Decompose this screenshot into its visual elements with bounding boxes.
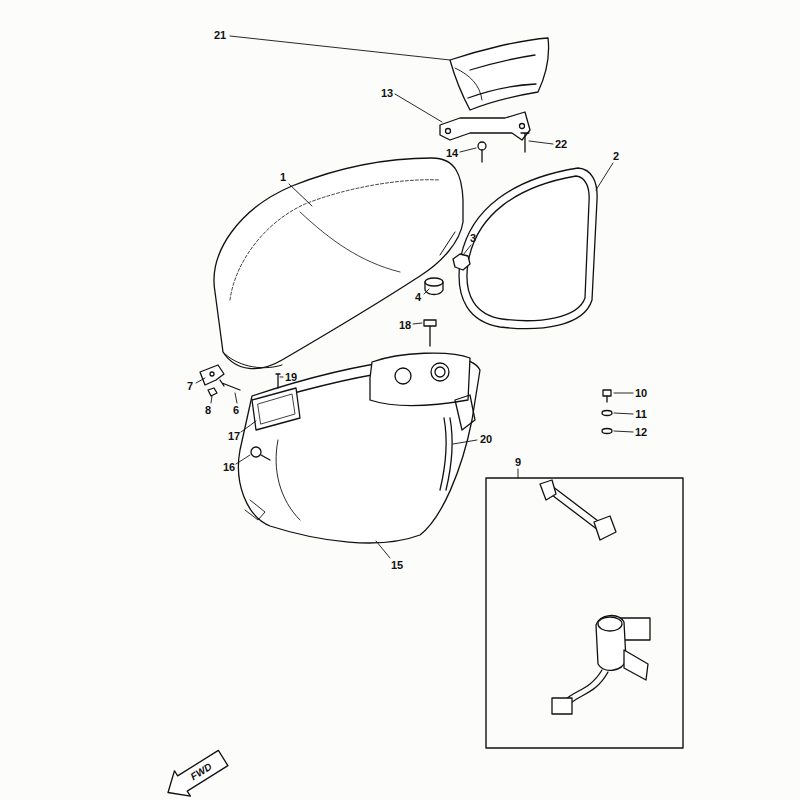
ignition-lock-arm bbox=[624, 650, 648, 680]
bolt bbox=[521, 133, 529, 152]
drain-hose bbox=[440, 418, 452, 490]
leader-line bbox=[463, 245, 471, 255]
leader-line bbox=[196, 378, 205, 383]
storage-box-edge bbox=[245, 440, 300, 520]
callout-number: 16 bbox=[223, 462, 235, 473]
seat-damper bbox=[453, 254, 470, 270]
direction-arrow bbox=[160, 745, 231, 800]
seat-cushion bbox=[214, 158, 463, 369]
screw bbox=[603, 390, 611, 402]
callout-number: 11 bbox=[635, 409, 647, 420]
callout-number: 2 bbox=[613, 151, 619, 162]
screw bbox=[276, 374, 280, 388]
leader-line bbox=[376, 541, 390, 558]
leader-line bbox=[230, 36, 450, 60]
seat-hinge bbox=[200, 365, 224, 385]
seat-lock-head bbox=[540, 480, 556, 500]
ignition-lock bbox=[598, 617, 622, 631]
leader-line bbox=[235, 393, 237, 403]
bolt-head bbox=[478, 142, 486, 150]
callout-number: 4 bbox=[415, 292, 421, 303]
seat-seam bbox=[300, 212, 400, 272]
callout-number: 10 bbox=[635, 388, 647, 399]
assembly-frame bbox=[486, 478, 683, 748]
wire-connector bbox=[552, 698, 572, 714]
leader-line bbox=[236, 455, 250, 464]
storage-box-tray bbox=[370, 353, 470, 406]
seat-gasket bbox=[459, 168, 597, 329]
bolt-head bbox=[251, 447, 261, 457]
callout-number: 21 bbox=[214, 30, 226, 41]
seat-damper bbox=[425, 278, 443, 286]
bracket-hole bbox=[520, 124, 525, 129]
storage-box-latch bbox=[455, 395, 475, 430]
rack-bracket bbox=[440, 112, 530, 140]
callout-number: 15 bbox=[391, 560, 403, 571]
leader-line bbox=[211, 396, 212, 403]
leader-line bbox=[596, 163, 613, 190]
callout-number: 18 bbox=[399, 320, 411, 331]
callout-number: 8 bbox=[205, 405, 211, 416]
washer bbox=[602, 411, 612, 416]
leader-line bbox=[289, 184, 312, 206]
leader-lines bbox=[196, 36, 633, 558]
hinge-bolt bbox=[220, 380, 240, 390]
leader-line bbox=[518, 469, 519, 478]
callout-number: 13 bbox=[381, 88, 393, 99]
grab-rack-detail bbox=[468, 55, 536, 98]
callout-number: 1 bbox=[280, 172, 286, 183]
cover-plate bbox=[258, 394, 295, 424]
callout-number: 12 bbox=[635, 427, 647, 438]
callout-number: 9 bbox=[515, 457, 521, 468]
grab-rack-detail bbox=[455, 68, 482, 100]
seat-lock-body bbox=[594, 516, 616, 540]
callout-number: 3 bbox=[470, 233, 476, 244]
hinge-nut bbox=[208, 388, 217, 396]
ignition-lock bbox=[596, 616, 626, 671]
leader-line bbox=[241, 421, 256, 432]
callout-number: 22 bbox=[555, 139, 567, 150]
seat-gasket bbox=[467, 176, 589, 321]
washer bbox=[602, 429, 612, 434]
callout-number: 7 bbox=[187, 381, 193, 392]
leader-line bbox=[614, 413, 633, 414]
callout-number: 19 bbox=[285, 372, 297, 383]
leader-line bbox=[413, 323, 422, 324]
leader-line bbox=[453, 440, 477, 444]
seat-base bbox=[223, 232, 455, 368]
leader-line bbox=[614, 393, 633, 394]
bolt bbox=[424, 320, 436, 346]
leader-line bbox=[614, 431, 633, 432]
callout-number: 14 bbox=[446, 148, 458, 159]
callout-number: 17 bbox=[228, 431, 240, 442]
leader-line bbox=[395, 94, 442, 122]
leader-line bbox=[460, 148, 476, 152]
callout-number: 6 bbox=[233, 405, 239, 416]
tray-hole bbox=[435, 367, 445, 377]
cover-plate bbox=[252, 388, 300, 430]
seat-damper bbox=[425, 282, 443, 295]
tray-hole bbox=[395, 368, 411, 384]
leader-line bbox=[280, 377, 283, 378]
hinge-hole bbox=[210, 372, 214, 376]
tray-hole bbox=[431, 363, 449, 381]
bolt-shank bbox=[481, 150, 482, 162]
bolt-shank bbox=[261, 455, 270, 460]
bracket-hole bbox=[446, 129, 451, 134]
leader-line bbox=[529, 141, 553, 144]
leader-line bbox=[424, 289, 429, 294]
callout-number: 20 bbox=[480, 434, 492, 445]
seat-seam bbox=[230, 180, 440, 300]
grab-rack bbox=[450, 38, 549, 110]
